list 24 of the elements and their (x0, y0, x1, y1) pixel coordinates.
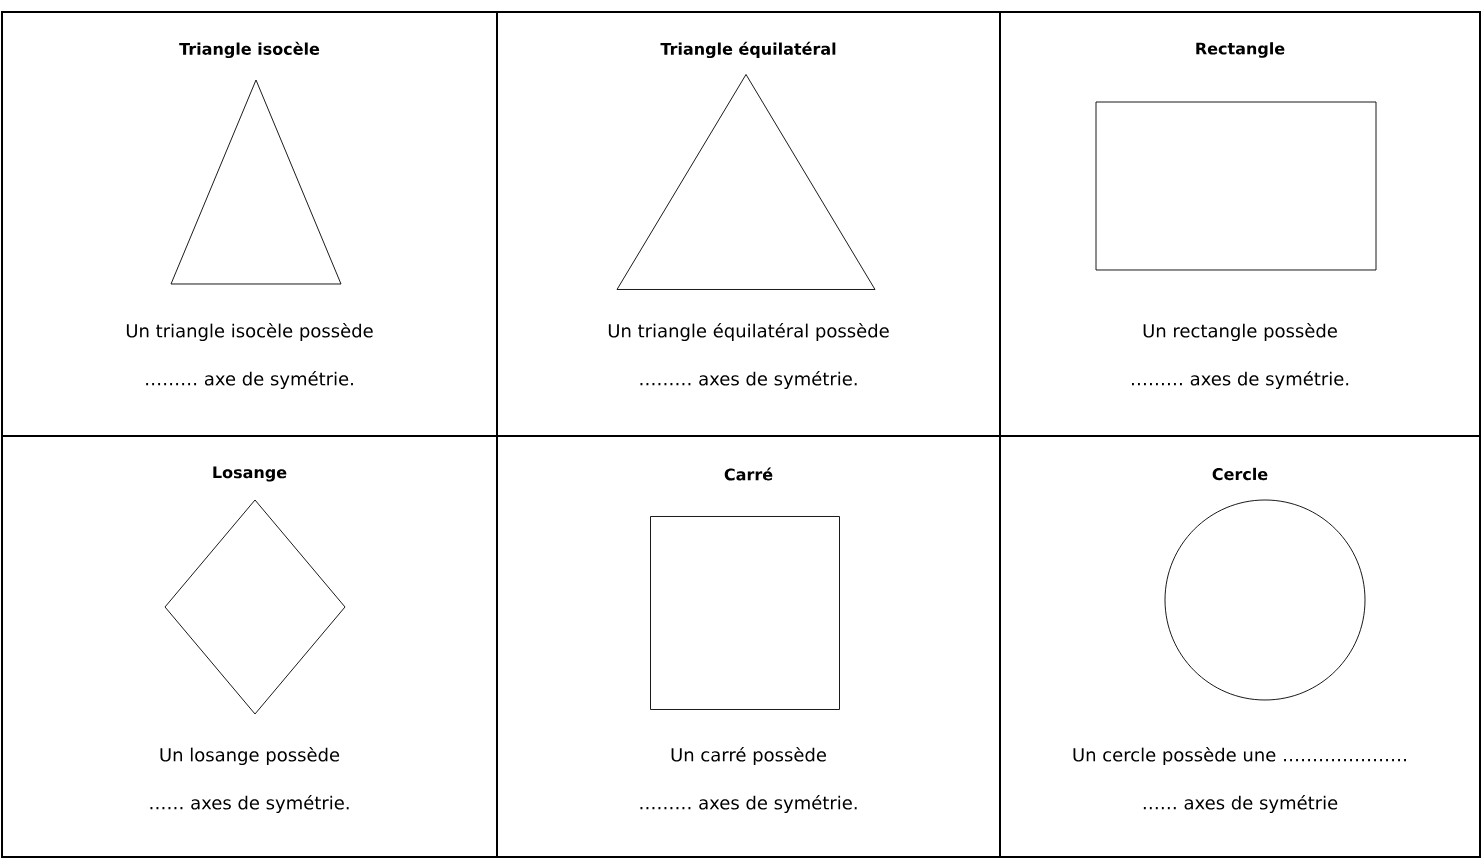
sentence-line: …… axes de symétrie (1143, 794, 1338, 814)
sentence-line: ……… axes de symétrie. (1132, 370, 1349, 390)
sentence-line: Un rectangle possède (1143, 322, 1337, 342)
heading: Triangle équilatéral (660, 41, 836, 59)
sentence-line: ……… axes de symétrie. (640, 370, 857, 390)
circle-drawing (1164, 499, 1366, 701)
sentence-line: ……… axe de symétrie. (146, 370, 353, 390)
heading: Carré (724, 467, 773, 481)
rectangle-drawing (1095, 101, 1377, 271)
heading: Cercle (1212, 467, 1268, 481)
sentence-line: ……… axes de symétrie. (640, 794, 857, 814)
heading: Rectangle (1196, 42, 1285, 58)
triangle-drawing (616, 74, 876, 290)
triangle-drawing (170, 79, 342, 285)
heading: Losange (213, 466, 287, 482)
sentence-line: Un cercle possède une ………………… (1073, 746, 1406, 766)
heading: Triangle isocèle (179, 41, 320, 59)
square-drawing (650, 516, 840, 710)
diamond-drawing (164, 499, 346, 715)
sentence-line: Un losange possède (160, 746, 340, 766)
sentence-line: …… axes de symétrie. (150, 794, 349, 814)
sentence-line: Un carré possède (671, 746, 826, 766)
sentence-line: Un triangle isocèle possède (126, 322, 373, 342)
sentence-line: Un triangle équilatéral possède (608, 322, 889, 342)
